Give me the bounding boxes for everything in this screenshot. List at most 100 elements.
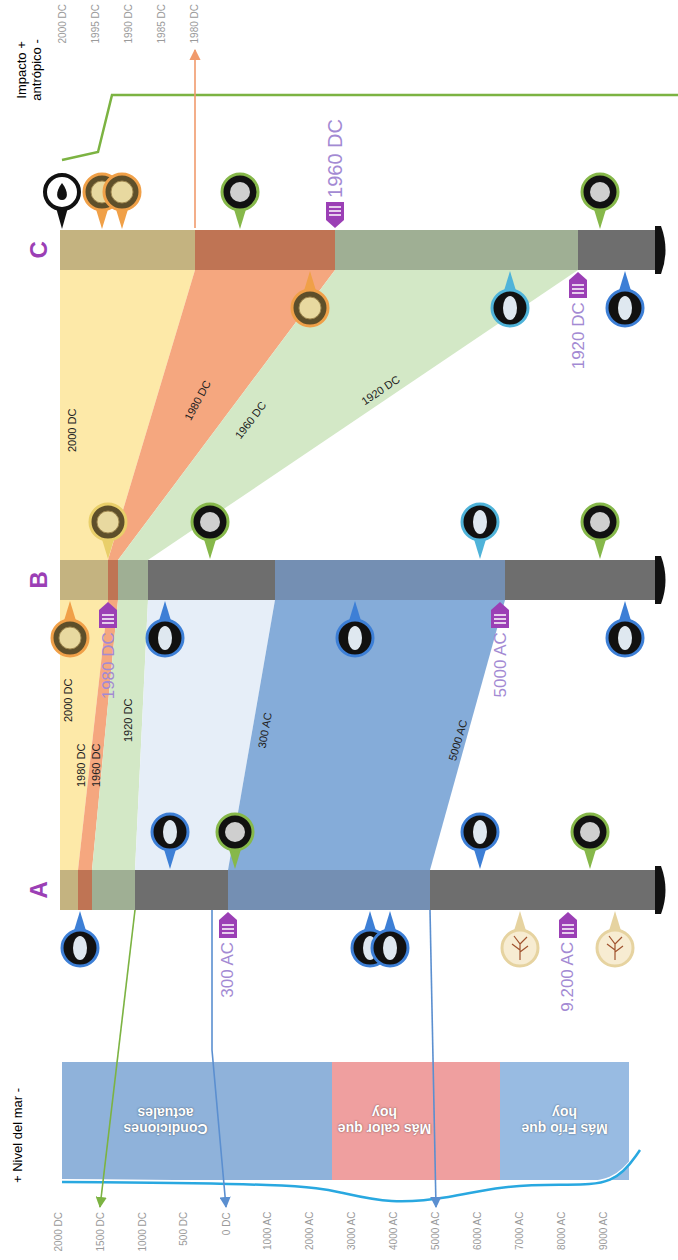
band-text: Condiciones actuales xyxy=(118,1105,213,1137)
microfossil-icon xyxy=(192,504,228,540)
icon-detail xyxy=(348,626,362,650)
microfossil-icon xyxy=(90,504,126,540)
icon-detail xyxy=(473,510,487,534)
microfossil-icon xyxy=(572,814,608,850)
date-label: 1980 DC xyxy=(98,632,118,699)
core-segment xyxy=(78,870,92,910)
leader-arrow xyxy=(430,910,436,1207)
core-segment xyxy=(60,230,195,270)
axis-tick-label: 2000 DC xyxy=(56,4,68,43)
date-label: 9.200 AC xyxy=(558,942,578,1012)
climate-band: Más Frío que hoy xyxy=(500,1062,629,1180)
microfossil-icon xyxy=(502,930,538,966)
time-axis-label: 1000 AC xyxy=(262,1212,274,1250)
core-cap xyxy=(655,226,666,274)
tag-stripe xyxy=(494,618,506,620)
band-text: Más Frío que hoy xyxy=(517,1105,612,1137)
microfossil-icon xyxy=(492,290,528,326)
time-axis-label: 6000 AC xyxy=(472,1212,484,1250)
time-axis-label: 3000 AC xyxy=(346,1212,358,1250)
microfossil-icon xyxy=(292,290,328,326)
correlation-band xyxy=(118,270,578,560)
core-letter: B xyxy=(24,571,52,588)
band-text: Más calor que hoy xyxy=(337,1105,432,1137)
microfossil-icon xyxy=(147,620,183,656)
date-tag xyxy=(326,202,344,228)
core-cap xyxy=(655,556,666,604)
time-axis-label: 9000 AC xyxy=(598,1212,610,1250)
band-label: 1920 DC xyxy=(122,698,135,741)
core-letter: A xyxy=(24,881,52,898)
axis-title: Impacto + antrópico - xyxy=(15,20,45,120)
sediment-core xyxy=(60,870,655,910)
core-segment xyxy=(195,230,335,270)
climate-band: Más calor que hoy xyxy=(332,1062,500,1180)
icon-detail xyxy=(618,626,632,650)
water-drop xyxy=(57,183,67,200)
icon-detail xyxy=(111,181,133,203)
sediment-core xyxy=(60,560,655,600)
tag-stripe xyxy=(102,622,114,624)
icon-detail xyxy=(200,512,220,532)
core-segment xyxy=(228,870,430,910)
tag-stripe xyxy=(222,924,234,926)
icon-detail xyxy=(580,822,600,842)
core-segment xyxy=(335,230,578,270)
sea-level-curve xyxy=(62,1150,640,1201)
sediment-core xyxy=(60,230,655,270)
time-axis-label: 5000 AC xyxy=(430,1212,442,1250)
time-axis-label: 2000 AC xyxy=(304,1212,316,1250)
microfossil-icon xyxy=(462,814,498,850)
correlation-band xyxy=(228,600,505,870)
axis-tick-label: 1980 DC xyxy=(188,4,200,43)
tag-stripe xyxy=(494,614,506,616)
icon-detail xyxy=(97,511,119,533)
tag-stripe xyxy=(329,210,341,212)
time-axis-label: 500 DC xyxy=(178,1212,190,1246)
tag-stripe xyxy=(222,932,234,934)
icon-detail xyxy=(590,512,610,532)
core-segment xyxy=(60,870,78,910)
date-label: 1920 DC xyxy=(568,302,588,369)
core-letter: C xyxy=(24,241,52,258)
time-axis-label: 7000 AC xyxy=(514,1212,526,1250)
microfossil-icon xyxy=(582,504,618,540)
microfossil-icon xyxy=(62,930,98,966)
time-axis-label: 8000 AC xyxy=(556,1212,568,1250)
microfossil-icon xyxy=(152,814,188,850)
climate-band xyxy=(332,1062,500,1180)
tag-stripe xyxy=(329,206,341,208)
icon-detail xyxy=(503,296,517,320)
microfossil-icon xyxy=(372,930,408,966)
microfossil-icon xyxy=(104,174,140,210)
root-detail xyxy=(607,936,623,960)
time-axis-label: 2000 DC xyxy=(52,1212,64,1251)
axis-tick-label: 1995 DC xyxy=(89,4,101,43)
axis-tick-label: 1990 DC xyxy=(122,4,134,43)
microfossil-icon xyxy=(582,174,618,210)
time-axis-label: 4000 AC xyxy=(388,1212,400,1250)
core-cap xyxy=(655,866,666,914)
tag-stripe xyxy=(572,284,584,286)
icon-detail xyxy=(230,182,250,202)
time-axis-label: 1000 DC xyxy=(136,1212,148,1251)
time-axis-label: 1500 DC xyxy=(94,1212,106,1251)
microfossil-icon xyxy=(607,290,643,326)
impact-curve xyxy=(62,95,678,160)
core-segment xyxy=(108,560,118,600)
icon-detail xyxy=(158,626,172,650)
microfossil-icon xyxy=(462,504,498,540)
core-column: B xyxy=(60,560,655,600)
climate-band xyxy=(500,1062,629,1180)
date-tag xyxy=(219,912,237,938)
icon-detail xyxy=(618,296,632,320)
axis-title: + Nivel del mar - xyxy=(11,1087,26,1182)
tag-stripe xyxy=(222,928,234,930)
microfossil-icon xyxy=(337,620,373,656)
climate-band: Condiciones actuales xyxy=(62,1062,332,1180)
time-axis-label: 0 DC xyxy=(220,1212,232,1235)
microfossil-icon xyxy=(217,814,253,850)
icon-detail xyxy=(225,822,245,842)
band-label: 1980 DC xyxy=(75,743,88,786)
core-segment xyxy=(60,560,108,600)
